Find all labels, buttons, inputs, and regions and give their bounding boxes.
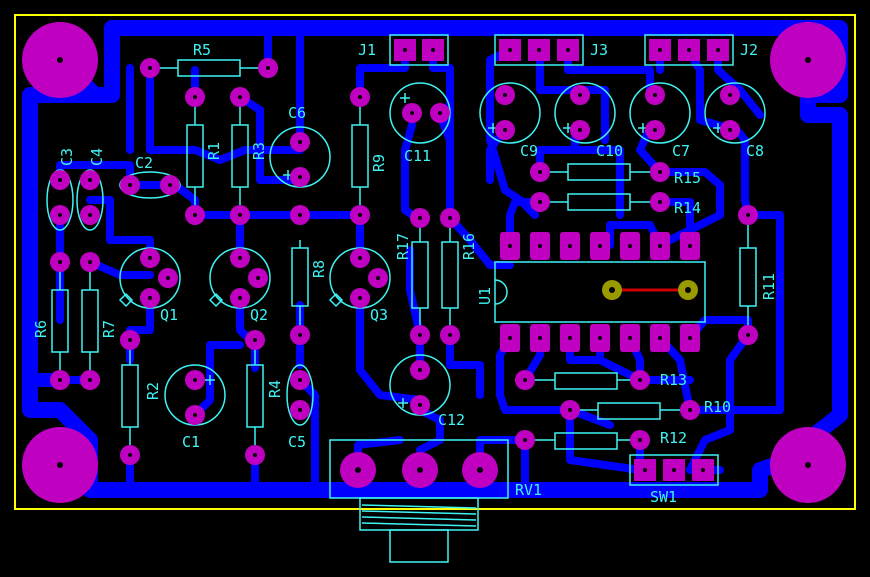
label-r17: R17 [394,233,412,260]
jumper-wire [602,280,698,300]
silkscreen-labels-vertical: R1 R3 R9 C3 C4 R17 R16 R8 R11 U1 R6 R7 R… [32,142,778,400]
label-c3: C3 [58,148,76,166]
label-c9: C9 [520,142,538,160]
mounting-holes [22,22,846,503]
label-r13: R13 [660,371,687,389]
label-c12: C12 [438,411,465,429]
label-r6: R6 [32,320,50,338]
label-c7: C7 [672,142,690,160]
label-rv1: RV1 [515,481,542,499]
drill-holes [58,48,750,473]
label-r12: R12 [660,429,687,447]
label-c8: C8 [746,142,764,160]
label-r10: R10 [704,398,731,416]
label-q2: Q2 [250,306,268,324]
silkscreen-labels: R5 C6 C11 C9 C10 C7 C8 C2 R15 R14 Q1 Q2 … [135,41,764,506]
label-r7: R7 [100,320,118,338]
label-c11: C11 [404,147,431,165]
label-c4: C4 [88,148,106,166]
label-r5: R5 [193,41,211,59]
label-r8: R8 [310,260,328,278]
label-c5: C5 [288,433,306,451]
label-q3: Q3 [370,306,388,324]
label-r11: R11 [760,273,778,300]
label-j3: J3 [590,41,608,59]
label-r16: R16 [460,233,478,260]
label-r15: R15 [674,169,701,187]
pads [50,39,758,488]
label-c6: C6 [288,104,306,122]
label-r1: R1 [205,142,223,160]
label-j2: J2 [740,41,758,59]
label-q1: Q1 [160,306,178,324]
label-sw1: SW1 [650,488,677,506]
label-c2: C2 [135,154,153,172]
label-r4: R4 [266,380,284,398]
label-c1: C1 [182,433,200,451]
label-j1: J1 [358,41,376,59]
label-r3: R3 [250,142,268,160]
label-r2: R2 [144,382,162,400]
board-outline [14,14,856,510]
label-u1: U1 [476,287,494,305]
label-r9: R9 [370,154,388,172]
label-r14: R14 [674,199,701,217]
label-c10: C10 [596,142,623,160]
